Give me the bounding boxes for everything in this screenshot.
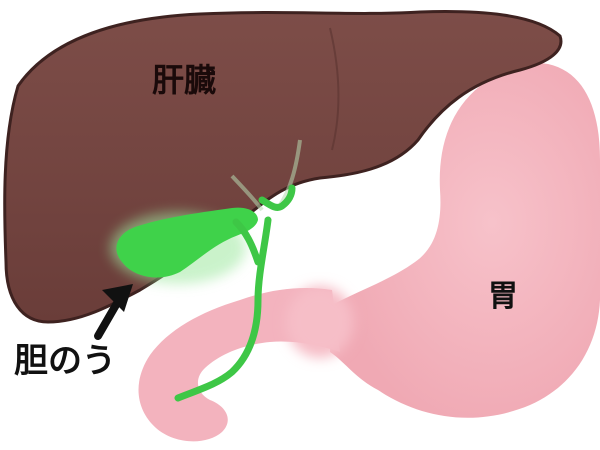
gallbladder-arrow <box>94 284 133 340</box>
liver-lobe-line <box>329 27 340 151</box>
hepatic-ducts <box>230 139 302 212</box>
pylorus <box>286 286 354 358</box>
bile-duct <box>174 216 272 402</box>
cystic-duct <box>232 184 296 266</box>
liver-label: 肝臓 <box>152 61 217 99</box>
gallbladder <box>116 207 258 278</box>
gallbladder-label: 胆のう <box>14 341 116 381</box>
stomach <box>330 62 600 418</box>
stomach-label: 胃 <box>488 279 518 314</box>
